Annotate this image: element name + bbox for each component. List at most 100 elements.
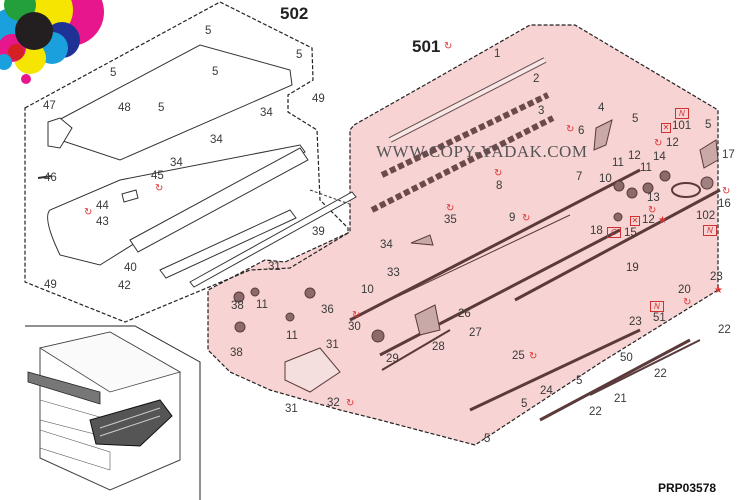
callout: 31 <box>326 339 339 351</box>
callout: 46 <box>44 172 57 184</box>
callout: 31 <box>285 403 298 415</box>
replace-icon: ↻ <box>494 168 503 179</box>
callout: 13 <box>647 192 660 204</box>
callout: 5 <box>576 375 583 387</box>
callout: 10 <box>361 284 374 296</box>
replace-icon: ↻ <box>155 183 164 194</box>
callout: 38 <box>230 347 243 359</box>
callout: 47 <box>43 100 56 112</box>
replace-icon: ↻ <box>346 398 355 409</box>
callout: 27 <box>469 327 482 339</box>
callout: 25 <box>512 350 525 362</box>
callout: 29 <box>386 353 399 365</box>
callout: 5 <box>212 66 219 78</box>
new-badge: N <box>675 108 689 119</box>
callout: 34 <box>210 134 223 146</box>
callout: 2 <box>533 73 540 85</box>
callout: 11 <box>256 299 268 311</box>
unit-501-label: 501 <box>412 37 441 56</box>
callout: 28 <box>432 341 445 353</box>
cmyk-logo <box>0 0 104 84</box>
callout: 5 <box>296 49 303 61</box>
unit-502-label: 502 <box>280 4 309 23</box>
callout: 102 <box>696 210 716 222</box>
callout: 51 <box>653 312 666 324</box>
not-supplied-icon: ✕ <box>661 123 671 133</box>
callout: 31 <box>268 261 281 273</box>
copier-inset <box>25 325 201 500</box>
callout: 12 <box>642 214 655 226</box>
callout: 10 <box>599 173 612 185</box>
callout: 22 <box>718 324 731 336</box>
callout: 22 <box>589 406 602 418</box>
drawing-code: PRP03578 <box>658 481 717 495</box>
callout: 7 <box>576 171 583 183</box>
callout: 101 <box>672 120 692 132</box>
callout: 49 <box>312 93 325 105</box>
replace-icon: ↻ <box>648 205 657 216</box>
callout: 5 <box>158 102 165 114</box>
callout: 23 <box>710 271 723 283</box>
callout: 5 <box>521 398 528 410</box>
callout: 50 <box>620 352 633 364</box>
replace-icon: ↻ <box>522 213 531 224</box>
callout: 16 <box>718 198 731 210</box>
callout: 15 <box>624 227 637 239</box>
callout: 48 <box>118 102 131 114</box>
callout: 38 <box>231 300 244 312</box>
callout: 6 <box>578 125 585 137</box>
callout: 9 <box>509 212 516 224</box>
callout: 43 <box>96 216 109 228</box>
replace-icon: ↻ <box>722 186 731 197</box>
replace-icon: ↻ <box>529 351 538 362</box>
callout: 5 <box>705 119 712 131</box>
callout: 14 <box>653 151 666 163</box>
callout: 44 <box>96 200 109 212</box>
callout: 33 <box>387 267 400 279</box>
callout: 39 <box>312 226 325 238</box>
callout: 26 <box>458 308 471 320</box>
callout: 5 <box>632 113 639 125</box>
unit-502-parts <box>37 44 357 288</box>
callout: 23 <box>629 316 642 328</box>
callout: 22 <box>654 368 667 380</box>
replace-icon: ↻ <box>566 124 575 135</box>
new-badge: N <box>703 225 717 236</box>
replace-icon: ↻ <box>84 207 93 218</box>
callout: 36 <box>321 304 334 316</box>
replace-icon: ↻ <box>352 310 361 321</box>
callout: 45 <box>151 170 164 182</box>
unit-501-boundary <box>207 24 719 446</box>
callout: 5 <box>484 433 491 445</box>
callout: 35 <box>444 214 457 226</box>
callout: 8 <box>496 180 503 192</box>
callout: 1 <box>494 48 501 60</box>
callout: 40 <box>124 262 137 274</box>
callout: 30 <box>348 321 361 333</box>
unit-502-boundary <box>24 1 349 323</box>
replace-icon: ↻ <box>446 203 455 214</box>
consumable-badge: C <box>607 227 621 238</box>
callout: 24 <box>540 385 553 397</box>
callout: 5 <box>205 25 212 37</box>
callout: 21 <box>614 393 627 405</box>
callout: 18 <box>590 225 603 237</box>
callout: 11 <box>612 157 624 169</box>
watermark: WWW.COPY-YADAK.COM <box>376 142 588 161</box>
callout: 5 <box>110 67 117 79</box>
callout: 34 <box>170 157 183 169</box>
callout: 17 <box>722 149 735 161</box>
callout: 42 <box>118 280 131 292</box>
callout: 11 <box>286 330 298 342</box>
callout: 3 <box>538 105 545 117</box>
callout: 34 <box>260 107 273 119</box>
callout: 32 <box>327 397 340 409</box>
callout: 11 <box>640 162 652 174</box>
not-supplied-icon: ✕ <box>630 216 640 226</box>
callout: 49 <box>44 279 57 291</box>
unit-501-parts <box>233 57 721 422</box>
star-icon: ★ <box>658 215 667 226</box>
star-icon: ★ <box>714 285 723 296</box>
